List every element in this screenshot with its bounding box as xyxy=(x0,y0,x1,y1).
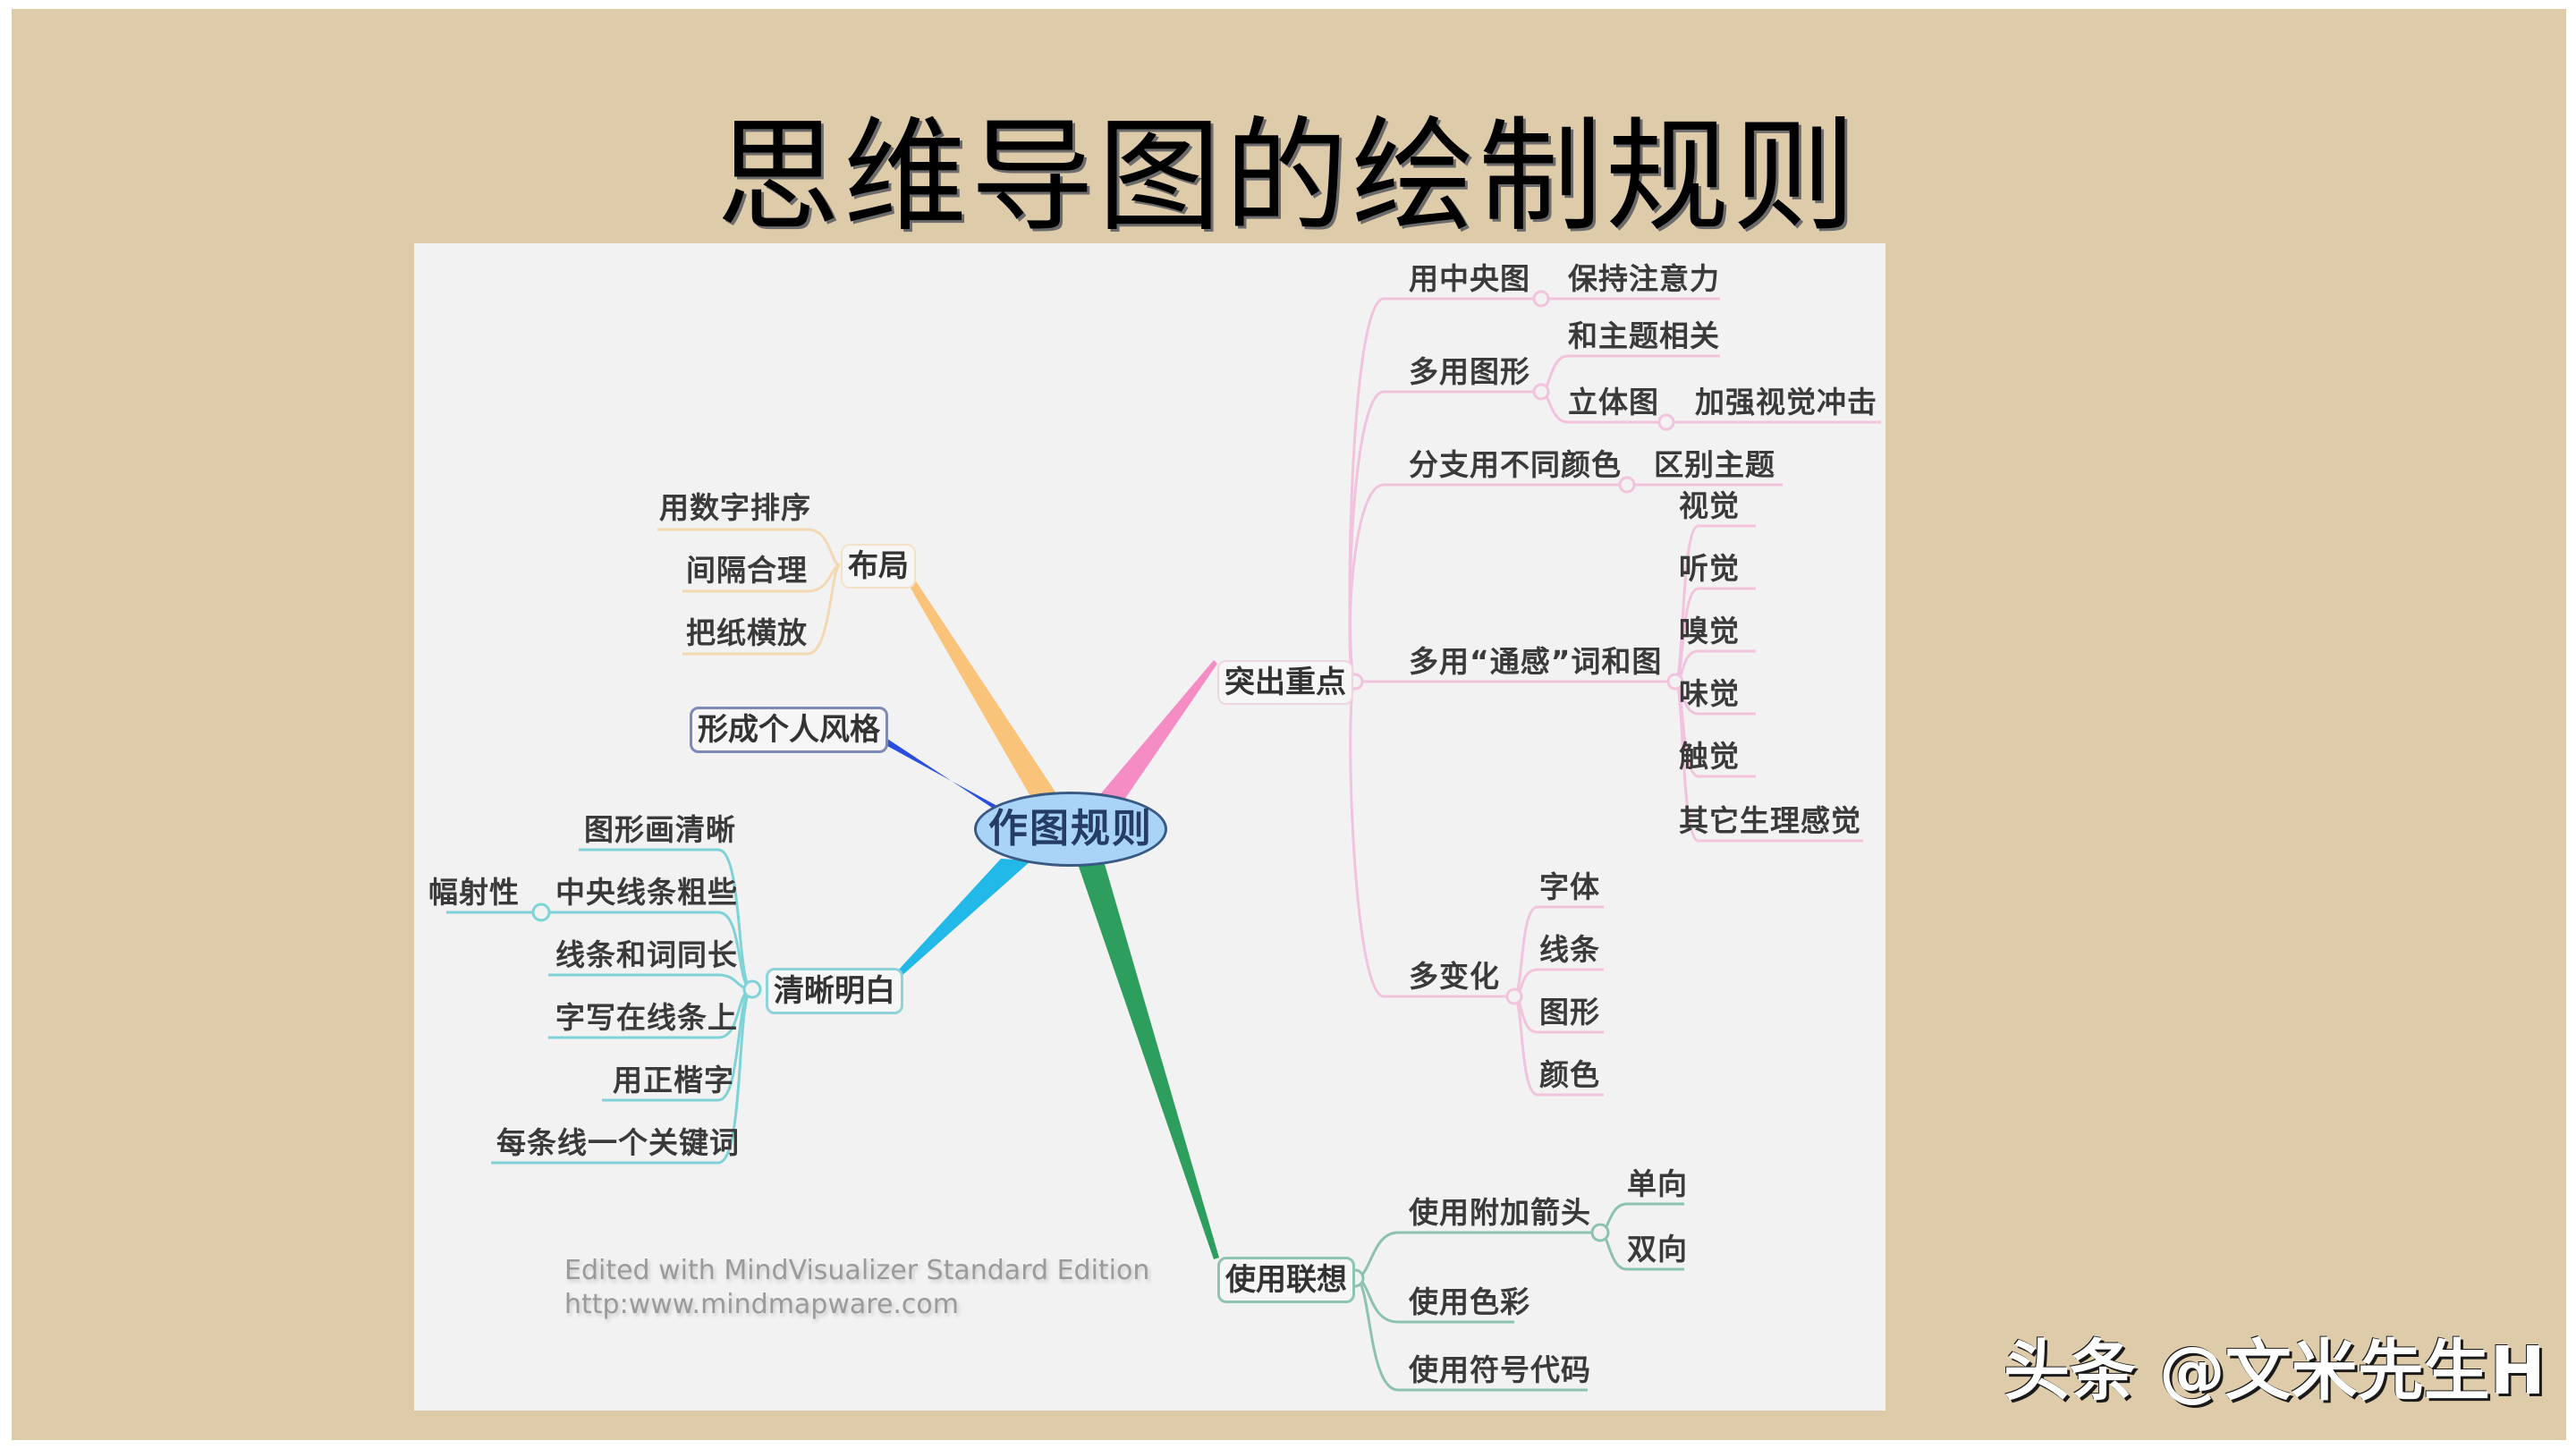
subtopic-one-way[interactable]: 单向 xyxy=(1627,1166,1688,1201)
topic-association[interactable]: 使用联想 xyxy=(1217,1257,1355,1303)
subtopic-thick-central-lines[interactable]: 中央线条粗些 xyxy=(555,875,738,910)
topic-layout[interactable]: 布局 xyxy=(841,544,916,589)
mindmap-image: 作图规则 布局 用数字排序 间隔合理 把纸横放 形成个人风格 清晰明白 图形画清… xyxy=(414,243,1885,1411)
branch-association-line xyxy=(1078,864,1219,1259)
subtopic-taste[interactable]: 味觉 xyxy=(1679,676,1740,711)
subtopic-radiation[interactable]: 幅射性 xyxy=(428,875,520,910)
subtopic-landscape-paper[interactable]: 把纸横放 xyxy=(686,615,808,650)
branch-layout-line xyxy=(895,558,1058,798)
subtopic-symbols[interactable]: 使用符号代码 xyxy=(1409,1352,1591,1387)
subtopic-sight[interactable]: 视觉 xyxy=(1679,488,1740,523)
subtopic-shapes[interactable]: 图形 xyxy=(1539,995,1600,1030)
subtopic-use-color[interactable]: 使用色彩 xyxy=(1409,1284,1530,1319)
author-watermark: 头条 @文米先生H xyxy=(2004,1333,2546,1410)
topic-clarity[interactable]: 清晰明白 xyxy=(766,968,903,1014)
subtopic-central-image[interactable]: 用中央图 xyxy=(1409,261,1530,296)
branch-style-line xyxy=(877,733,1015,823)
subtopic-other-senses[interactable]: 其它生理感觉 xyxy=(1679,803,1861,838)
subtopic-regular-script[interactable]: 用正楷字 xyxy=(613,1063,734,1097)
subtopic-number-order[interactable]: 用数字排序 xyxy=(659,490,811,525)
subtopic-visual-impact[interactable]: 加强视觉冲击 xyxy=(1695,385,1877,419)
subtopic-3d-image[interactable]: 立体图 xyxy=(1568,385,1659,419)
software-credit: Edited with MindVisualizer Standard Edit… xyxy=(564,1254,1149,1322)
credit-line-2: http:www.mindmapware.com xyxy=(564,1289,960,1320)
subtopic-synesthesia[interactable]: 多用“通感”词和图 xyxy=(1409,644,1663,679)
subtopic-line-word-length[interactable]: 线条和词同长 xyxy=(555,937,738,972)
topic-personal-style[interactable]: 形成个人风格 xyxy=(690,707,888,753)
subtopic-touch[interactable]: 触觉 xyxy=(1679,739,1740,774)
branch-clarity-line xyxy=(897,859,1031,977)
branch-emphasis-line xyxy=(1096,660,1217,805)
subtopic-variation[interactable]: 多变化 xyxy=(1409,959,1500,994)
subtopic-distinguish-topics[interactable]: 区别主题 xyxy=(1654,447,1775,482)
central-topic[interactable]: 作图规则 xyxy=(974,792,1167,867)
subtopic-smell[interactable]: 嗅觉 xyxy=(1679,614,1740,648)
slide-title: 思维导图的绘制规则 xyxy=(716,105,1860,249)
subtopic-use-graphics[interactable]: 多用图形 xyxy=(1409,354,1530,389)
subtopic-font[interactable]: 字体 xyxy=(1539,869,1600,904)
subtopic-spacing[interactable]: 间隔合理 xyxy=(686,553,808,588)
subtopic-branch-colors[interactable]: 分支用不同颜色 xyxy=(1409,447,1622,482)
subtopic-one-keyword-per-line[interactable]: 每条线一个关键词 xyxy=(496,1125,740,1160)
subtopic-two-way[interactable]: 双向 xyxy=(1627,1232,1688,1267)
subtopic-lines[interactable]: 线条 xyxy=(1539,932,1600,967)
subtopic-arrows[interactable]: 使用附加箭头 xyxy=(1409,1195,1591,1230)
subtopic-hearing[interactable]: 听觉 xyxy=(1679,551,1740,586)
credit-line-1: Edited with MindVisualizer Standard Edit… xyxy=(564,1255,1150,1286)
subtopic-words-on-lines[interactable]: 字写在线条上 xyxy=(555,1000,738,1035)
topic-emphasis[interactable]: 突出重点 xyxy=(1217,660,1353,705)
subtopic-keep-attention[interactable]: 保持注意力 xyxy=(1568,261,1720,296)
subtopic-clear-graphics[interactable]: 图形画清晰 xyxy=(584,812,736,847)
subtopic-colors[interactable]: 颜色 xyxy=(1539,1057,1600,1092)
subtopic-topic-related[interactable]: 和主题相关 xyxy=(1568,318,1720,353)
